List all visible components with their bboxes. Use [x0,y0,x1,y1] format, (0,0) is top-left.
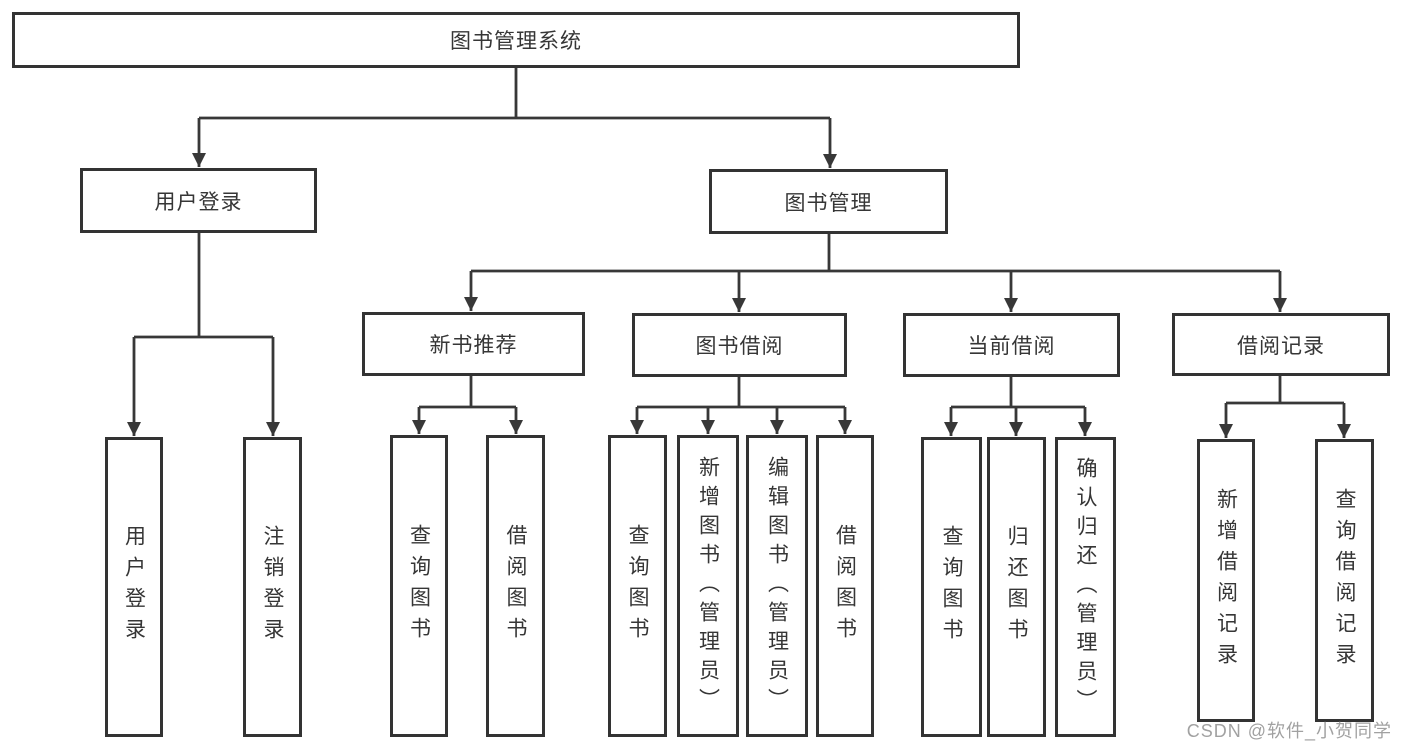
node-new-book-rec: 新书推荐 [362,312,585,376]
leaf-edit-books-admin: 编辑图书（管理员） [746,435,808,737]
leaf-return-books: 归还图书 [987,437,1046,737]
leaf-user-login: 用户登录 [105,437,163,737]
leaf-query-books-rec: 查询图书 [390,435,448,737]
leaf-logout: 注销登录 [243,437,302,737]
leaf-borrow-books-rec: 借阅图书 [486,435,545,737]
node-root: 图书管理系统 [12,12,1020,68]
leaf-query-borrow-record: 查询借阅记录 [1315,439,1374,722]
node-book-mgmt: 图书管理 [709,169,948,234]
leaf-query-books-current: 查询图书 [921,437,982,737]
leaf-query-books-borrow: 查询图书 [608,435,667,737]
watermark: CSDN @软件_小贺同学 [1186,721,1392,741]
leaf-confirm-return-admin: 确认归还（管理员） [1055,437,1116,737]
node-book-borrow: 图书借阅 [632,313,847,377]
leaf-borrow-books: 借阅图书 [816,435,874,737]
node-borrow-records: 借阅记录 [1172,313,1390,376]
node-user-login: 用户登录 [80,168,317,233]
leaf-add-borrow-record: 新增借阅记录 [1197,439,1255,722]
leaf-add-books-admin: 新增图书（管理员） [677,435,739,737]
node-current-borrow: 当前借阅 [903,313,1120,377]
